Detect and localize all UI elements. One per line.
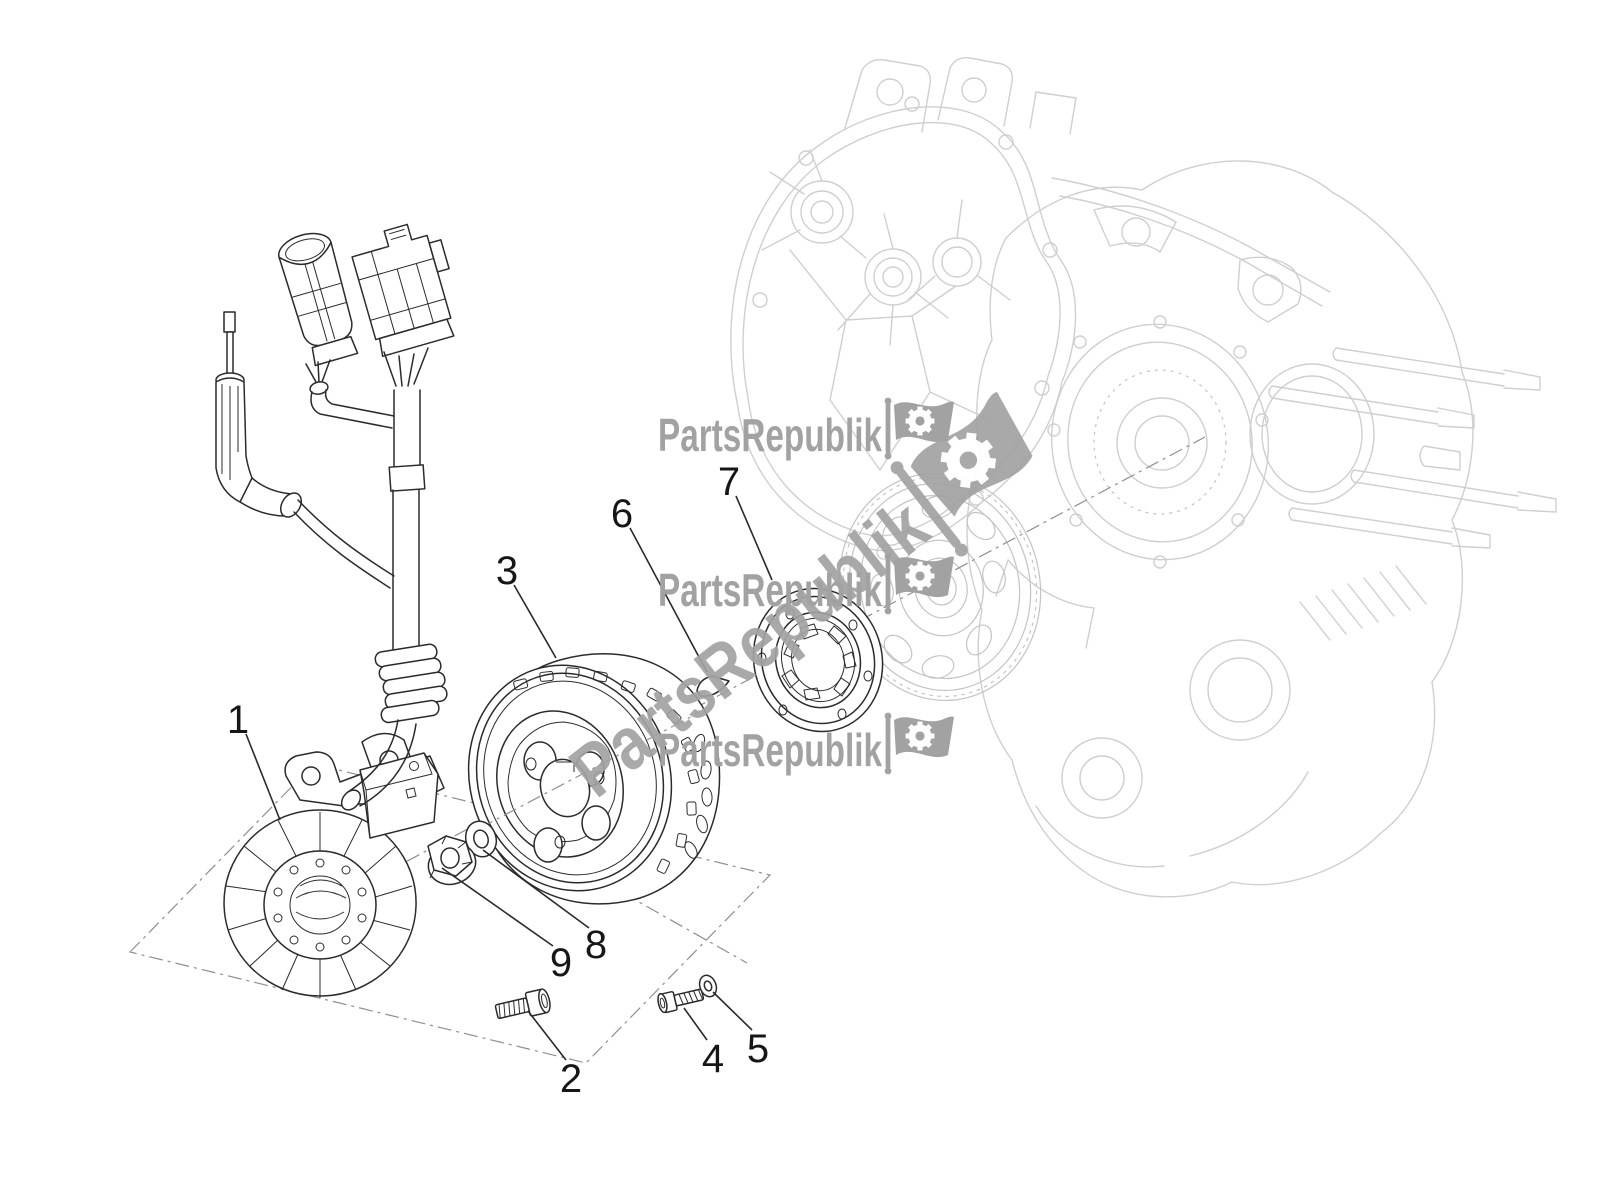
part-label-9: 9	[550, 941, 572, 985]
flywheel-nut-drawing	[427, 835, 477, 886]
stator-drawing	[223, 732, 445, 998]
flywheel-rotor-drawing	[467, 652, 721, 905]
part-label-6: 6	[611, 492, 633, 536]
watermark-text: PartsRepublik	[658, 564, 882, 616]
watermark-row-2: PartsRepublik	[658, 552, 954, 616]
part-label-4: 4	[702, 1037, 724, 1081]
wiring-harness-drawing	[215, 223, 455, 811]
one-way-clutch-drawing	[752, 587, 884, 733]
watermark-text: PartsRepublik	[658, 724, 882, 776]
watermark-row-3: PartsRepublik	[658, 712, 954, 776]
leader-lines	[245, 495, 773, 1061]
part-label-8: 8	[585, 923, 607, 967]
part-label-1: 1	[227, 698, 249, 742]
woodruff-key-drawing	[696, 675, 730, 697]
flag-gear-icon	[884, 712, 954, 775]
watermarks: PartsRepublik PartsRepublik PartsRepubli…	[555, 385, 1065, 813]
watermark-text: PartsRepublik	[658, 409, 882, 461]
projection-dashed-box	[128, 763, 772, 1064]
engine-crankcase-drawing	[730, 57, 1557, 898]
part-label-3: 3	[496, 549, 518, 593]
part-label-7: 7	[718, 460, 740, 504]
part-label-2: 2	[560, 1057, 582, 1101]
part-label-5: 5	[747, 1027, 769, 1071]
washer-5-drawing	[698, 974, 718, 998]
watermark-row-1: PartsRepublik	[658, 397, 954, 461]
bolt-2-drawing	[494, 988, 551, 1020]
part-labels: 1 2 3 4 5 6 7 8 9	[227, 460, 769, 1101]
bolt-4-drawing	[657, 988, 705, 1014]
